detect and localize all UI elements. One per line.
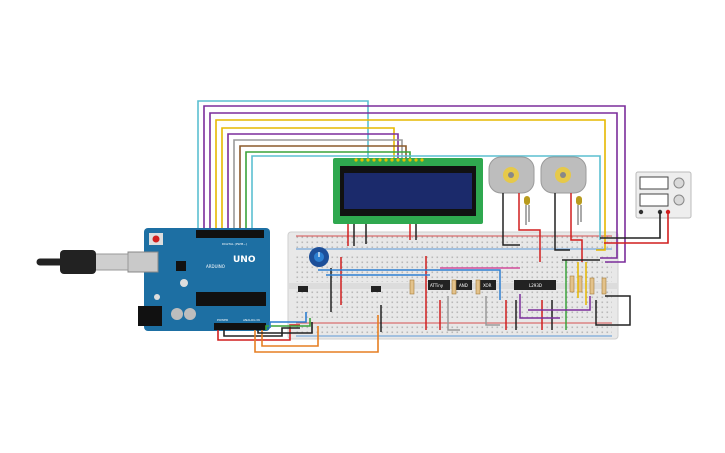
lcd-display [333, 158, 483, 224]
ic-attiny-label: ATTiny [430, 283, 444, 288]
supply-wires [600, 212, 669, 244]
arduino-model: UNO [233, 255, 256, 265]
arduino-power-label: POWER [217, 318, 228, 322]
arduino-analog-label: ANALOG IN [243, 318, 260, 322]
ic-attiny[interactable] [428, 280, 450, 290]
arduino-bottom-wires [217, 312, 379, 353]
ic-l293d-label: L293D [529, 283, 542, 288]
motor-wires [502, 193, 583, 262]
led-2[interactable] [576, 196, 582, 225]
top-wire-bundle[interactable] [197, 100, 626, 263]
ic-xor[interactable] [480, 280, 496, 290]
ic-and[interactable] [456, 280, 472, 290]
led-1[interactable] [524, 196, 530, 225]
button-2[interactable] [371, 286, 381, 292]
potentiometer[interactable] [309, 247, 329, 267]
button-1[interactable] [298, 286, 308, 292]
dc-motor-1[interactable] [488, 156, 535, 194]
power-supply[interactable] [635, 171, 692, 219]
dc-motor-2[interactable] [540, 156, 587, 194]
arduino-brand: ARDUINO [206, 264, 225, 269]
arduino-board[interactable] [127, 228, 270, 331]
resistor-group [409, 275, 607, 295]
ic-xor-label: XOR [483, 283, 492, 288]
lcd-pin-wires [347, 224, 417, 246]
breadboard [287, 231, 619, 340]
usb-cable[interactable] [36, 250, 129, 274]
ic-and-label: AND [459, 283, 468, 288]
ic-l293d[interactable] [514, 280, 556, 290]
breadboard-wires [318, 256, 631, 332]
arduino-digital-label: DIGITAL (PWM~) [222, 242, 247, 246]
